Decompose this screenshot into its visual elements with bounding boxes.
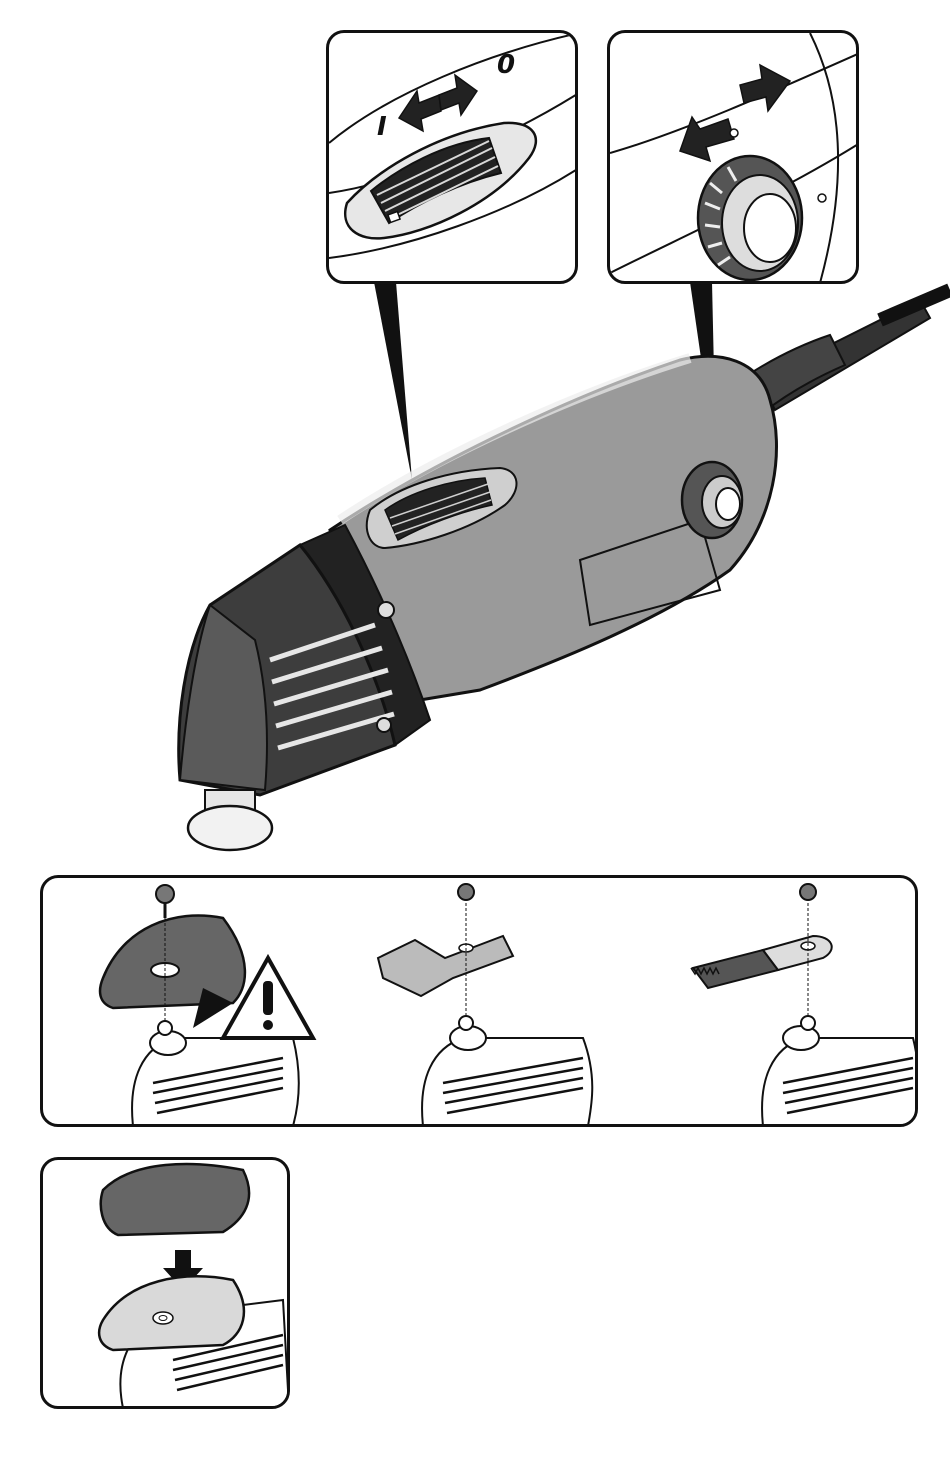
attachment-mount-panel — [40, 875, 918, 1127]
sandpaper-attach-illustration — [43, 1160, 289, 1408]
sandpaper-sheet — [101, 1164, 249, 1235]
saw-blade-mount — [691, 884, 917, 1126]
scraper-blade-mount — [378, 884, 592, 1126]
sanding-pad — [99, 1276, 244, 1350]
switch-callout — [374, 282, 412, 480]
multi-tool-illustration — [0, 0, 950, 870]
attachment-mount-illustration — [43, 878, 917, 1126]
sandpaper-attach-panel — [40, 1157, 290, 1409]
